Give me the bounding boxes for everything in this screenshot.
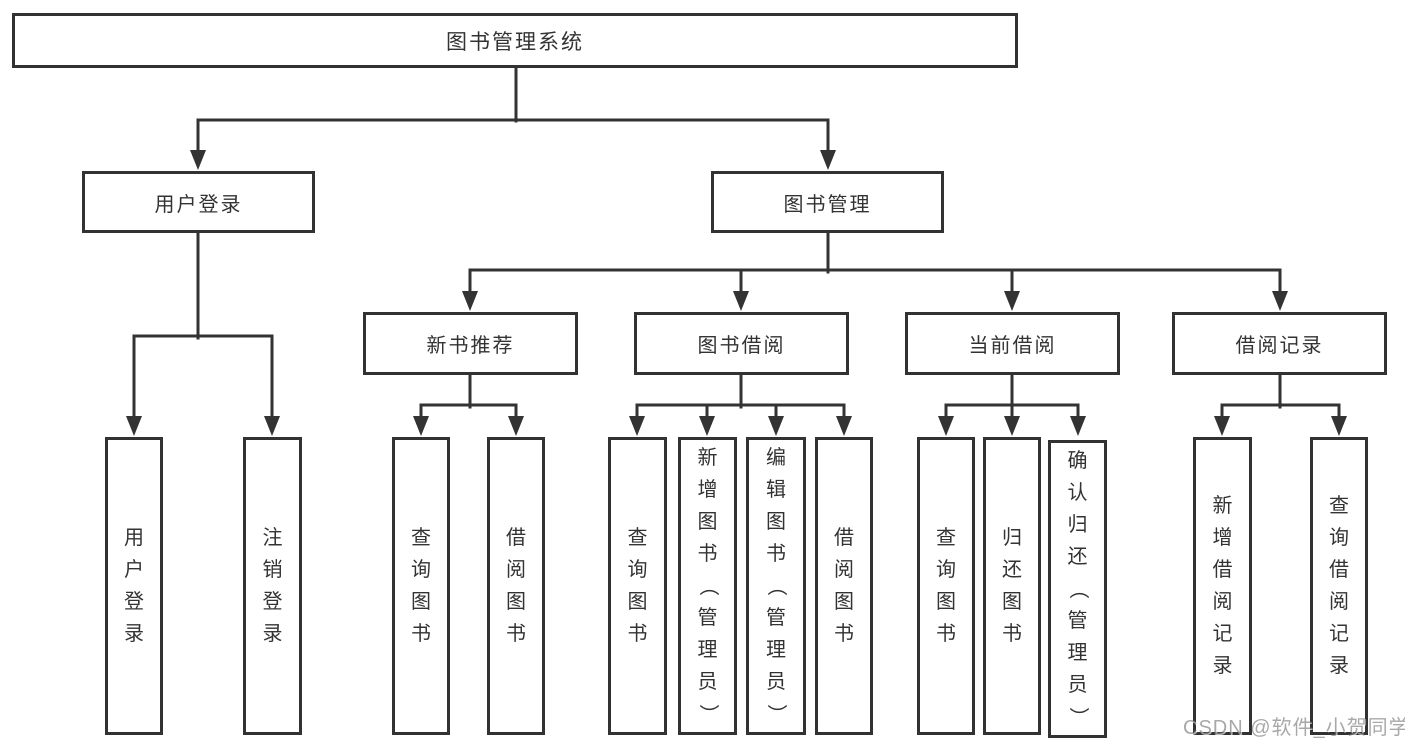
node-leaf-add-books-admin: 新增图书（管理员） bbox=[678, 437, 737, 735]
node-label: 借阅图书 bbox=[506, 527, 526, 645]
node-label: 查询图书 bbox=[627, 527, 648, 645]
node-book-borrowing: 图书借阅 bbox=[634, 312, 849, 375]
node-leaf-add-borrow-record: 新增借阅记录 bbox=[1193, 437, 1252, 735]
node-leaf-user-login: 用户登录 bbox=[105, 437, 163, 735]
node-label: 查询图书 bbox=[936, 527, 956, 645]
node-label: 新增图书（管理员） bbox=[696, 447, 719, 724]
csdn-watermark: CSDN @软件_小贺同学 bbox=[1183, 717, 1405, 739]
node-label: 编辑图书（管理员） bbox=[765, 447, 787, 724]
node-user-login: 用户登录 bbox=[82, 171, 315, 233]
node-label: 查询借阅记录 bbox=[1329, 495, 1349, 677]
node-label: 用户登录 bbox=[124, 527, 144, 645]
node-label: 新增借阅记录 bbox=[1212, 495, 1233, 677]
node-leaf-logout: 注销登录 bbox=[243, 437, 302, 735]
node-label: 确认归还（管理员） bbox=[1066, 450, 1089, 727]
node-leaf-query-books-2: 查询图书 bbox=[608, 437, 667, 735]
node-leaf-query-books-3: 查询图书 bbox=[917, 437, 975, 735]
node-label: 查询图书 bbox=[411, 527, 431, 645]
node-leaf-edit-books-admin: 编辑图书（管理员） bbox=[746, 437, 806, 735]
arrowhead-icons bbox=[126, 150, 1347, 436]
connector-lines bbox=[132, 66, 1341, 419]
node-new-book-recommend: 新书推荐 bbox=[363, 312, 578, 375]
node-leaf-return-books: 归还图书 bbox=[983, 437, 1041, 735]
node-leaf-confirm-return-admin: 确认归还（管理员） bbox=[1048, 440, 1107, 738]
node-label: 注销登录 bbox=[262, 527, 283, 645]
node-leaf-query-books-1: 查询图书 bbox=[392, 437, 450, 735]
node-borrowing-records: 借阅记录 bbox=[1172, 312, 1387, 375]
node-label: 归还图书 bbox=[1002, 527, 1022, 645]
node-leaf-borrow-books-2: 借阅图书 bbox=[815, 437, 873, 735]
node-current-borrowing: 当前借阅 bbox=[905, 312, 1120, 375]
node-book-management: 图书管理 bbox=[711, 171, 944, 233]
node-root: 图书管理系统 bbox=[12, 13, 1018, 68]
node-label: 借阅图书 bbox=[834, 527, 854, 645]
node-leaf-query-borrow-record: 查询借阅记录 bbox=[1310, 437, 1368, 735]
node-leaf-borrow-books-1: 借阅图书 bbox=[487, 437, 545, 735]
